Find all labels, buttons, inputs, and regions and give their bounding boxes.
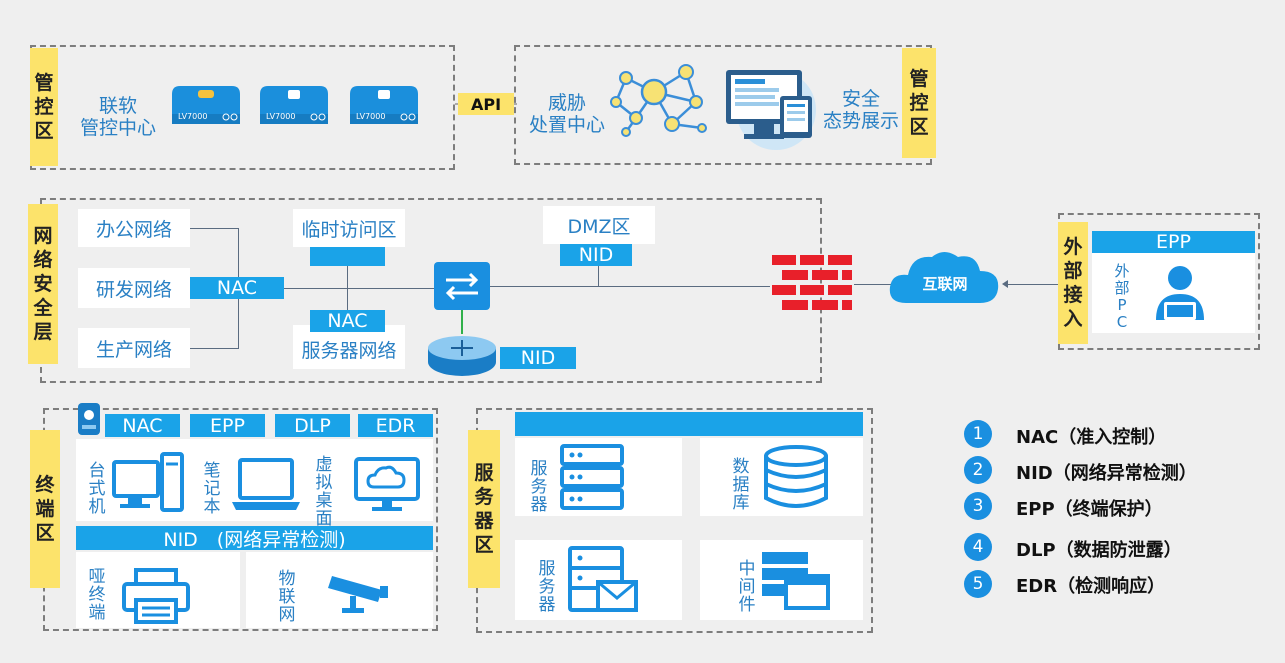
desktop-label: 台 式 机 (88, 461, 106, 517)
management-zone-label-right: 管 控 区 (902, 48, 936, 158)
lv7000-device-icon: LV7000 (168, 82, 244, 132)
server-rack-icon (560, 444, 624, 514)
terminal-zone-label: 终 端 区 (30, 430, 60, 588)
terminal-epp-bar: EPP (190, 414, 265, 437)
production-network-box: 生产网络 (78, 328, 190, 368)
camera-icon (328, 570, 390, 620)
situation-display-label: 安全 态势展示 (822, 88, 899, 132)
server-nac-bar: NAC (310, 310, 385, 332)
monitor-dashboard-icon (722, 62, 822, 156)
server-zone-bar (515, 412, 863, 436)
database-label: 数 据 库 (732, 457, 750, 513)
legend-number-badge: 3 (964, 492, 992, 520)
mail-server-icon (568, 546, 638, 618)
connector-line (1006, 284, 1058, 285)
connector-line (190, 228, 238, 229)
user-pc-icon (1152, 264, 1208, 328)
firewall-icon (772, 255, 854, 315)
connector-line (598, 266, 599, 286)
external-zone-label: 外 部 接 入 (1058, 222, 1088, 344)
connector-line (854, 284, 894, 285)
lv7000-device-icon: LV7000 (346, 82, 422, 132)
printer-icon (122, 568, 192, 628)
legend-item-nac: NAC（准入控制） (1016, 427, 1167, 448)
connector-line (347, 266, 348, 310)
arrow-head-icon (1002, 280, 1008, 288)
legend-number-badge: 1 (964, 420, 992, 448)
legend-number-badge: 4 (964, 533, 992, 561)
desktop-icon (112, 452, 186, 518)
legend-item-epp: EPP（终端保护） (1016, 499, 1163, 520)
svg-text:LV7000: LV7000 (266, 112, 295, 121)
connector-line (190, 348, 238, 349)
api-badge: API (458, 93, 514, 115)
dmz-nid-bar: NID (560, 244, 632, 266)
agent-badge-icon (78, 403, 100, 439)
terminal-edr-bar: EDR (358, 414, 433, 437)
virtual-desktop-label: 虚 拟 桌 面 (315, 455, 333, 529)
iot-label: 物 联 网 (278, 569, 296, 625)
temp-access-bar (310, 247, 385, 266)
server-label-2: 服 务 器 (538, 559, 556, 615)
svg-text:LV7000: LV7000 (356, 112, 385, 121)
database-icon (762, 444, 830, 514)
laptop-icon (230, 456, 302, 516)
router-link (461, 310, 463, 334)
server-zone-label: 服 务 器 区 (468, 430, 500, 588)
legend-number-badge: 5 (964, 570, 992, 598)
connector-line (284, 288, 434, 289)
external-epp-bar: EPP (1092, 231, 1255, 253)
external-pc-label: 外 部 P C (1114, 262, 1130, 331)
threat-network-icon (606, 58, 716, 142)
threat-center-label: 威胁 处置中心 (528, 92, 605, 136)
connector-line (490, 286, 770, 287)
middleware-label: 中 间 件 (738, 559, 756, 615)
dumb-terminal-label: 哑 终 端 (88, 567, 106, 623)
server-network-box (293, 325, 405, 369)
temp-access-zone-box: 临时访问区 (293, 209, 405, 247)
legend-item-edr: EDR（检测响应） (1016, 576, 1166, 597)
internet-label: 互联网 (922, 275, 968, 293)
legend-number-badge: 2 (964, 456, 992, 484)
cloud-icon (886, 245, 1006, 313)
rnd-network-box: 研发网络 (78, 268, 190, 308)
switch-icon (434, 262, 490, 314)
cloud-desktop-icon (352, 455, 422, 519)
nac-bar: NAC (190, 277, 284, 299)
lv7000-device-icon: LV7000 (256, 82, 332, 132)
control-center-label: 联软 管控中心 (79, 95, 156, 139)
server-label-1: 服 务 器 (530, 459, 548, 515)
terminal-nid-bar: NID (网络异常检测) (76, 526, 433, 551)
dmz-zone-box: DMZ区 (543, 206, 655, 244)
svg-text:LV7000: LV7000 (178, 112, 207, 121)
terminal-nac-bar: NAC (105, 414, 180, 437)
router-nid-bar: NID (500, 347, 576, 369)
server-panel-1 (515, 438, 682, 516)
router-icon (425, 332, 499, 382)
terminal-dlp-bar: DLP (275, 414, 350, 437)
server-network-label: 服务器网络 (301, 340, 397, 362)
office-network-box: 办公网络 (78, 209, 190, 247)
middleware-icon (760, 550, 830, 616)
legend-item-nid: NID（网络异常检测） (1016, 463, 1197, 484)
laptop-label: 笔 记 本 (203, 461, 221, 517)
network-zone-label: 网 络 安 全 层 (28, 204, 58, 364)
management-zone-label-left: 管 控 区 (30, 48, 58, 166)
legend-item-dlp: DLP（数据防泄露） (1016, 540, 1182, 561)
